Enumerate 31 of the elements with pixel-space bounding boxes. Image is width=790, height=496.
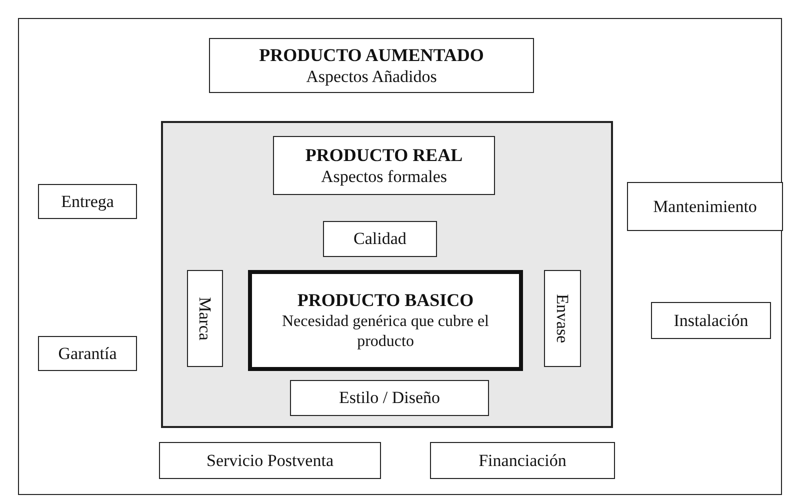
core-box	[248, 270, 523, 371]
attribute-box	[187, 270, 223, 367]
box-text: Envase	[552, 294, 574, 344]
service-box	[38, 184, 137, 219]
service-box	[430, 442, 615, 479]
heading-box	[273, 136, 495, 195]
service-box	[38, 336, 137, 371]
box-text: Aspectos formales	[320, 166, 448, 188]
inner-panel	[161, 121, 613, 428]
box-text: Estilo / Diseño	[338, 387, 440, 409]
box-text: Garantía	[58, 342, 117, 364]
box-heading: PRODUCTO BASICO	[297, 289, 474, 312]
box-text: Necesidad genérica que cubre el producto	[281, 312, 490, 352]
outer-frame	[18, 18, 782, 495]
box-text: Mantenimiento	[653, 196, 757, 218]
box-text: Aspectos Añadidos	[306, 66, 437, 88]
box-text: Marca	[194, 296, 216, 340]
box-text: Servicio Postventa	[206, 450, 334, 472]
service-box	[627, 182, 783, 231]
attribute-box	[290, 380, 489, 416]
box-heading: PRODUCTO REAL	[305, 144, 463, 166]
service-box	[651, 302, 771, 339]
box-text: Instalación	[674, 310, 748, 332]
box-text: Entrega	[61, 190, 114, 212]
attribute-box	[323, 221, 437, 257]
service-box	[159, 442, 381, 479]
box-text: Calidad	[354, 228, 406, 250]
box-text: Financiación	[478, 450, 566, 472]
heading-box	[209, 38, 534, 93]
box-heading: PRODUCTO AUMENTADO	[259, 44, 484, 66]
attribute-box	[544, 270, 581, 367]
